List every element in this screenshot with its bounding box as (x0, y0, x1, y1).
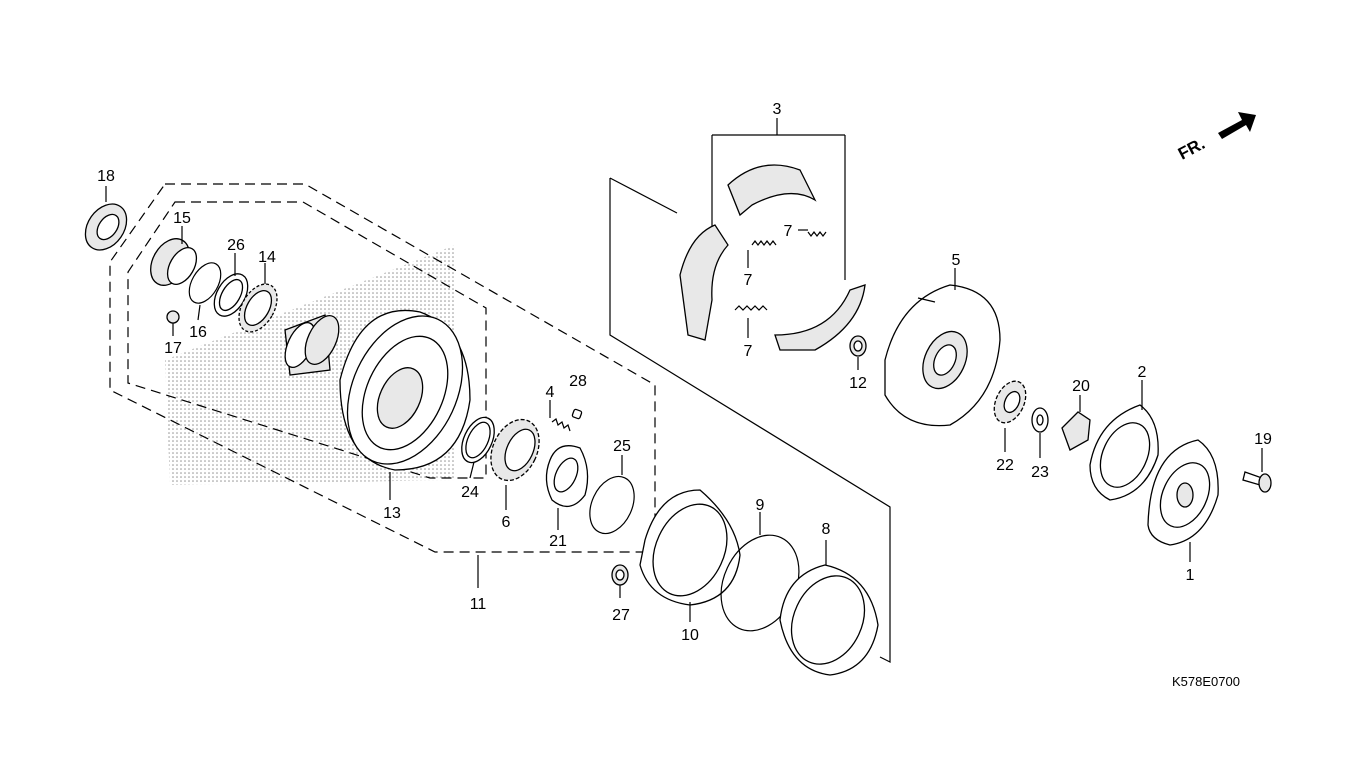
label-part-4: 4 (546, 384, 555, 401)
label-part-24: 24 (461, 484, 479, 501)
drive-plate-5 (884, 268, 1001, 427)
front-direction-label: FR. (1175, 134, 1208, 164)
nut-17 (166, 310, 180, 336)
label-part-19: 19 (1254, 431, 1272, 448)
label-part-26: 26 (227, 237, 245, 254)
diagram-code: K578E0700 (1172, 674, 1240, 689)
shoe-bracket (711, 118, 846, 280)
snap-ring-25 (589, 455, 635, 535)
gear-14 (238, 263, 278, 333)
shoe-set-outline (609, 177, 891, 663)
nut-27 (611, 564, 629, 598)
label-part-8: 8 (822, 521, 831, 538)
nut-12 (849, 335, 867, 370)
assembly-outline-outer (109, 183, 656, 553)
label-part-18: 18 (97, 168, 115, 185)
label-part-14: 14 (258, 249, 276, 266)
plate-21 (545, 445, 589, 530)
label-part-1: 1 (1186, 567, 1195, 584)
label-part-9: 9 (756, 497, 765, 514)
label-part-3: 3 (773, 101, 782, 118)
label-part-15: 15 (173, 210, 191, 227)
bearing-15 (150, 226, 198, 286)
gasket-10 (639, 489, 741, 622)
label-part-7-bottom: 7 (744, 343, 753, 360)
one-way-clutch-6 (490, 418, 540, 510)
bolt-19 (1242, 448, 1272, 493)
gasket-2 (1089, 380, 1159, 501)
label-part-7-left: 7 (744, 272, 753, 289)
ring-24 (461, 416, 495, 479)
clutch-outer-drum (284, 309, 471, 500)
label-part-16: 16 (189, 324, 207, 341)
label-part-20: 20 (1072, 378, 1090, 395)
front-direction-arrow-icon (1218, 112, 1256, 139)
label-part-12: 12 (849, 375, 867, 392)
label-part-7-right: 7 (784, 223, 793, 240)
shoe-springs (734, 229, 827, 338)
label-part-17: 17 (164, 340, 182, 357)
label-part-6: 6 (502, 514, 511, 531)
plate-20 (1061, 395, 1091, 451)
label-part-27: 27 (612, 607, 630, 624)
label-part-22: 22 (996, 457, 1014, 474)
cam-22 (993, 380, 1027, 452)
label-part-2: 2 (1138, 364, 1147, 381)
cover-1 (1147, 439, 1219, 562)
assembly-outline-inner (127, 201, 487, 479)
label-part-21: 21 (549, 533, 567, 550)
label-part-10: 10 (681, 627, 699, 644)
gasket-8 (779, 540, 879, 676)
oil-seal (84, 186, 128, 251)
label-part-28: 28 (569, 373, 587, 390)
label-part-25: 25 (613, 438, 631, 455)
label-part-13: 13 (383, 505, 401, 522)
washer-23 (1031, 407, 1049, 458)
label-part-11: 11 (470, 596, 487, 613)
clutch-shoes (679, 164, 866, 351)
label-part-5: 5 (952, 252, 961, 269)
spring-4 (549, 400, 571, 432)
circlip-16 (188, 262, 222, 321)
pin-28 (571, 408, 583, 420)
label-part-23: 23 (1031, 464, 1049, 481)
